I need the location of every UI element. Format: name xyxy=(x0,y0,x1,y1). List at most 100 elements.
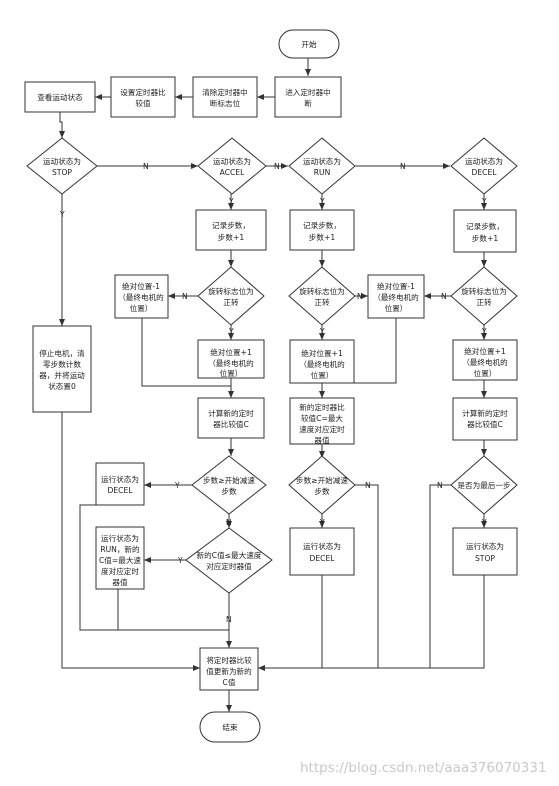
is-accel-diamond xyxy=(197,137,267,195)
enter-isr-label: 进入定时器中断 xyxy=(285,87,331,108)
accel-pos-plus-label: 绝对位置+1（最终电机的位置） xyxy=(208,347,254,378)
edge-decel-last-n xyxy=(429,484,451,668)
enter-isr-box xyxy=(274,76,342,118)
edge-decel-tostop-join xyxy=(258,575,485,669)
label-stop-y: Y xyxy=(59,210,65,219)
label-accel-n: N xyxy=(274,162,280,171)
edge-run-decel-n xyxy=(258,484,379,671)
run-dir-diamond xyxy=(288,266,356,326)
run-pos-minus-label: 绝对位置-1（最终电机的位置） xyxy=(373,281,419,313)
run-pos-minus-box xyxy=(367,274,425,319)
run-to-decel-box xyxy=(289,527,355,576)
set-compare-box xyxy=(110,76,176,118)
accel-calc-box xyxy=(197,397,265,439)
run-record-label: 记录步数，步数+1 xyxy=(303,220,341,242)
stop-motor-label: 停止电机，清零步数计数器，并将运动状态置0 xyxy=(39,348,85,391)
run-decel-diamond xyxy=(288,455,356,515)
accel-record-box xyxy=(195,209,267,251)
watermark: https://blog.csdn.net/aaa376070331 xyxy=(300,760,547,776)
decel-pos-plus-label: 绝对位置+1（最终电机的位置） xyxy=(462,346,508,378)
label-accel-max-n: N xyxy=(226,615,232,624)
decel-calc-box xyxy=(452,397,518,441)
accel-max-diamond xyxy=(185,527,273,594)
start-label: 开始 xyxy=(301,39,317,49)
edge-check-to-stop xyxy=(59,112,65,138)
label-stop-n: N xyxy=(143,162,149,171)
run-new-c-label: 新的定时器比较值C=最大速度对应定时器值 xyxy=(299,402,345,445)
update-compare-box xyxy=(199,647,259,691)
accel-calc-label: 计算新的定时器比较值C xyxy=(208,408,254,429)
label-decel-y: Y xyxy=(481,197,487,206)
decel-record-label: 记录步数，步数+1 xyxy=(466,221,504,243)
set-compare-label: 设置定时器比较值 xyxy=(120,87,166,108)
label-decel-last-y: Y xyxy=(481,518,487,527)
decel-dir-diamond xyxy=(450,266,518,326)
node-text: 开始 进入定时器中断 清除定时器中断标志位 设置定时器比较值 查看运动状态 运动… xyxy=(37,39,511,732)
label-run-n: N xyxy=(400,162,406,171)
run-dir-label: 旋转标志位为正转 xyxy=(299,286,345,307)
label-run-y: Y xyxy=(319,197,325,206)
decel-to-stop-box xyxy=(452,527,518,576)
label-accel-y: Y xyxy=(228,197,234,206)
run-new-c-box xyxy=(289,397,355,445)
label-accel-decel-n: N xyxy=(226,518,232,527)
accel-decel-diamond xyxy=(191,455,267,515)
label-accel-dir-n: N xyxy=(182,292,188,301)
accel-maxspeed-check-label: 新的C值≤最大速度对应定时器值 xyxy=(197,550,262,571)
end-terminal xyxy=(199,711,261,743)
run-pos-plus-label: 绝对位置+1（最终电机的位置） xyxy=(299,348,345,380)
accel-record-label: 记录步数，步数+1 xyxy=(212,220,250,242)
stop-motor-box xyxy=(32,325,92,413)
accel-pos-plus-box xyxy=(197,339,265,379)
check-state-label: 查看运动状态 xyxy=(37,92,83,102)
decel-last-diamond xyxy=(450,455,518,515)
nodes xyxy=(24,29,518,743)
accel-pos-minus-box xyxy=(114,274,169,319)
run-pos-plus-box xyxy=(289,339,355,384)
edge-accel-minus-join xyxy=(141,318,231,387)
decel-calc-label: 计算新的定时器比较值C xyxy=(462,408,508,429)
start-terminal xyxy=(278,29,340,59)
label-run-decel-n: N xyxy=(365,481,371,490)
decel-last-check-label: 是否为最后一步 xyxy=(457,480,511,490)
label-accel-decel-y: Y xyxy=(174,481,180,490)
label-decel-dir-n: N xyxy=(441,292,447,301)
label-run-dir-y: Y xyxy=(319,327,325,336)
clear-flag-label: 清除定时器中断标志位 xyxy=(202,87,248,108)
decel-record-box xyxy=(453,209,517,253)
is-stop-diamond xyxy=(26,137,98,195)
end-label: 结束 xyxy=(222,722,238,732)
accel-dir-diamond xyxy=(197,266,265,326)
run-record-box xyxy=(289,209,355,251)
label-run-dir-n: N xyxy=(357,292,363,301)
check-state-box xyxy=(24,81,96,113)
edge-labels: N N N Y Y Y Y N Y N Y N Y Y N Y N Y N N … xyxy=(59,162,487,624)
accel-to-decel-box xyxy=(95,462,145,506)
accel-to-run-box xyxy=(95,526,145,590)
label-run-decel-y: Y xyxy=(319,518,325,527)
label-decel-last-n: N xyxy=(437,481,443,490)
decel-dir-label: 旋转标志位为正转 xyxy=(461,286,507,307)
is-run-diamond xyxy=(288,137,356,195)
run-decel-check-label: 步数≥开始减速步数 xyxy=(296,475,348,496)
is-decel-diamond xyxy=(450,137,518,195)
decel-pos-plus-box xyxy=(452,339,518,381)
label-accel-dir-y: Y xyxy=(228,327,234,336)
clear-flag-box xyxy=(192,76,258,118)
accel-dir-label: 旋转标志位为正转 xyxy=(208,286,254,307)
accel-decel-check-label: 步数≥开始减速步数 xyxy=(203,475,255,496)
accel-pos-minus-label: 绝对位置-1（最终电机的位置） xyxy=(118,281,164,313)
edges xyxy=(59,58,487,712)
edge-stopmotor-to-update xyxy=(61,412,200,671)
label-decel-dir-y: Y xyxy=(481,327,487,336)
